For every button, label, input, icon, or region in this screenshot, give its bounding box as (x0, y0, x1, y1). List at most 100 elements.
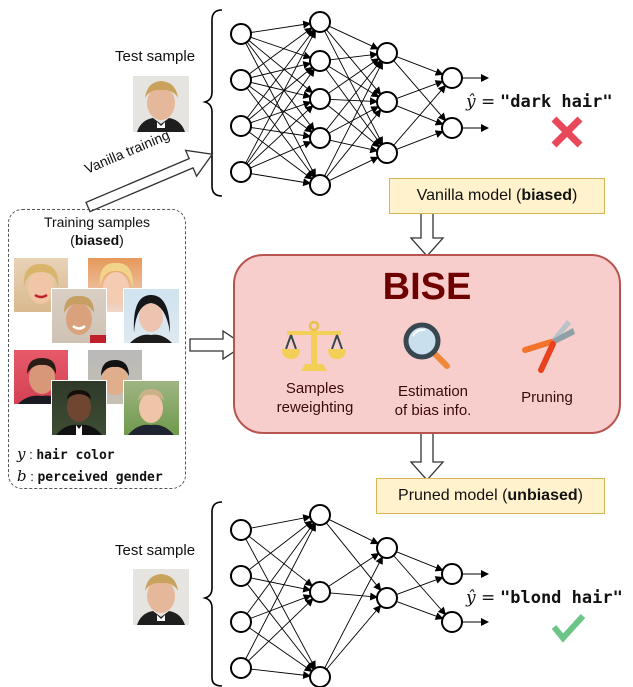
vanilla-node-l1 (230, 161, 252, 183)
prediction-value: "blond hair" (500, 588, 623, 608)
vanilla-node-l2 (309, 11, 331, 33)
vanilla-node-l3 (376, 142, 398, 164)
vanilla-node-l1 (230, 23, 252, 45)
pruned-prediction: ŷ = "blond hair" (466, 588, 623, 608)
vanilla-test-sample-label: Test sample (115, 48, 196, 65)
prediction-symbol: ŷ = (466, 92, 496, 112)
bise-item-label: of bias info. (394, 402, 472, 419)
vanilla-node-l3 (376, 42, 398, 64)
network-edge (250, 514, 312, 529)
network-edge (329, 51, 379, 61)
network-edge (250, 141, 312, 169)
training-face-image (123, 288, 180, 344)
network-edge (329, 139, 379, 154)
network-edge (328, 25, 379, 50)
pruned-model-label: Pruned model ( (398, 487, 508, 504)
network-edge (327, 58, 380, 94)
pruned-network-edges (245, 514, 447, 680)
pruned-node-l2 (309, 666, 331, 687)
bise-item-reweighting: Samples reweighting (265, 379, 365, 417)
network-edge (247, 598, 314, 662)
legend-b-sep: : (30, 469, 34, 484)
network-edge (324, 30, 383, 145)
network-edge (325, 109, 382, 178)
legend-y-value: hair color (36, 448, 115, 463)
pruned-test-sample-label: Test sample (115, 542, 196, 559)
network-edge (393, 84, 447, 146)
vanilla-model-box: Vanilla model (biased) (389, 178, 605, 214)
bise-item-estimation: Estimation of bias info. (383, 382, 483, 420)
vanilla-node-l1 (230, 69, 252, 91)
vanilla-input-brace (202, 9, 223, 197)
pruned-node-l1 (230, 611, 252, 633)
vanilla-prediction: ŷ = "dark hair" (466, 92, 613, 112)
network-edge (248, 85, 313, 133)
network-edge (327, 104, 380, 148)
legend-y-symbol: y (17, 445, 26, 463)
network-edge (396, 130, 444, 150)
pruned-network-nodes (230, 504, 489, 687)
vanilla-node-l2 (309, 174, 331, 196)
network-edge (245, 29, 316, 164)
vanilla-training-arrow (85, 149, 214, 213)
pruned-input-brace (202, 501, 223, 687)
pruned-node-l4 (441, 611, 463, 633)
network-edge (248, 27, 313, 75)
network-edge (329, 97, 379, 106)
network-edge (396, 576, 444, 595)
network-edge (328, 156, 379, 182)
bise-to-pruned-arrow (409, 431, 445, 481)
pruned-node-l4 (441, 563, 463, 585)
vanilla-model-bias-tag: biased (521, 187, 572, 204)
pruned-node-l2 (309, 581, 331, 603)
bise-item-pruning: Pruning (497, 388, 597, 407)
network-edge (250, 100, 312, 124)
pruned-node-l3 (376, 587, 398, 609)
network-edge (396, 601, 444, 620)
legend-y: y : hair color (17, 445, 115, 463)
network-edge (328, 519, 379, 545)
vanilla-test-sample-image (133, 76, 189, 132)
network-edge (248, 520, 313, 571)
legend-b-value: perceived gender (37, 470, 163, 485)
network-edge (396, 56, 444, 76)
vanilla-network-edges (245, 20, 447, 187)
legend-b-symbol: b (17, 467, 27, 485)
bise-title: BISE (382, 266, 472, 308)
network-edge (328, 106, 380, 134)
vanilla-model-label-suffix: ) (572, 187, 578, 204)
network-edge (250, 577, 312, 593)
legend-y-sep: : (29, 447, 33, 462)
vanilla-model-label: Vanilla model ( (416, 187, 522, 204)
network-edge (248, 535, 313, 587)
training-samples-bias-line: (biased) (70, 232, 124, 248)
network-edge (396, 80, 444, 99)
network-edge (245, 538, 316, 670)
vanilla-node-l2 (309, 50, 331, 72)
bise-module: BISE Samples reweighting (233, 254, 621, 434)
network-edge (250, 36, 312, 60)
pruned-model-bias-tag: unbiased (507, 487, 578, 504)
bise-item-label: Estimation (397, 383, 469, 400)
network-edge (396, 551, 444, 572)
pruned-model-box: Pruned model (unbiased) (376, 478, 605, 514)
bise-item-label: Samples (285, 380, 345, 397)
network-edge (250, 61, 312, 79)
network-edge (248, 66, 314, 120)
network-edge (245, 522, 316, 660)
network-edge (250, 127, 312, 140)
network-edge (325, 60, 382, 131)
network-edge (250, 81, 312, 99)
network-edge (324, 61, 383, 177)
training-face-image (123, 380, 180, 436)
pruned-node-l1 (230, 565, 252, 587)
network-edge (328, 552, 380, 587)
network-edge (246, 583, 315, 670)
network-edge (250, 594, 312, 619)
prediction-symbol: ŷ = (466, 588, 496, 608)
prediction-value: "dark hair" (500, 92, 613, 112)
pruned-model-label-suffix: ) (577, 487, 583, 504)
network-edge (325, 522, 382, 591)
magnifier-icon (401, 320, 457, 376)
